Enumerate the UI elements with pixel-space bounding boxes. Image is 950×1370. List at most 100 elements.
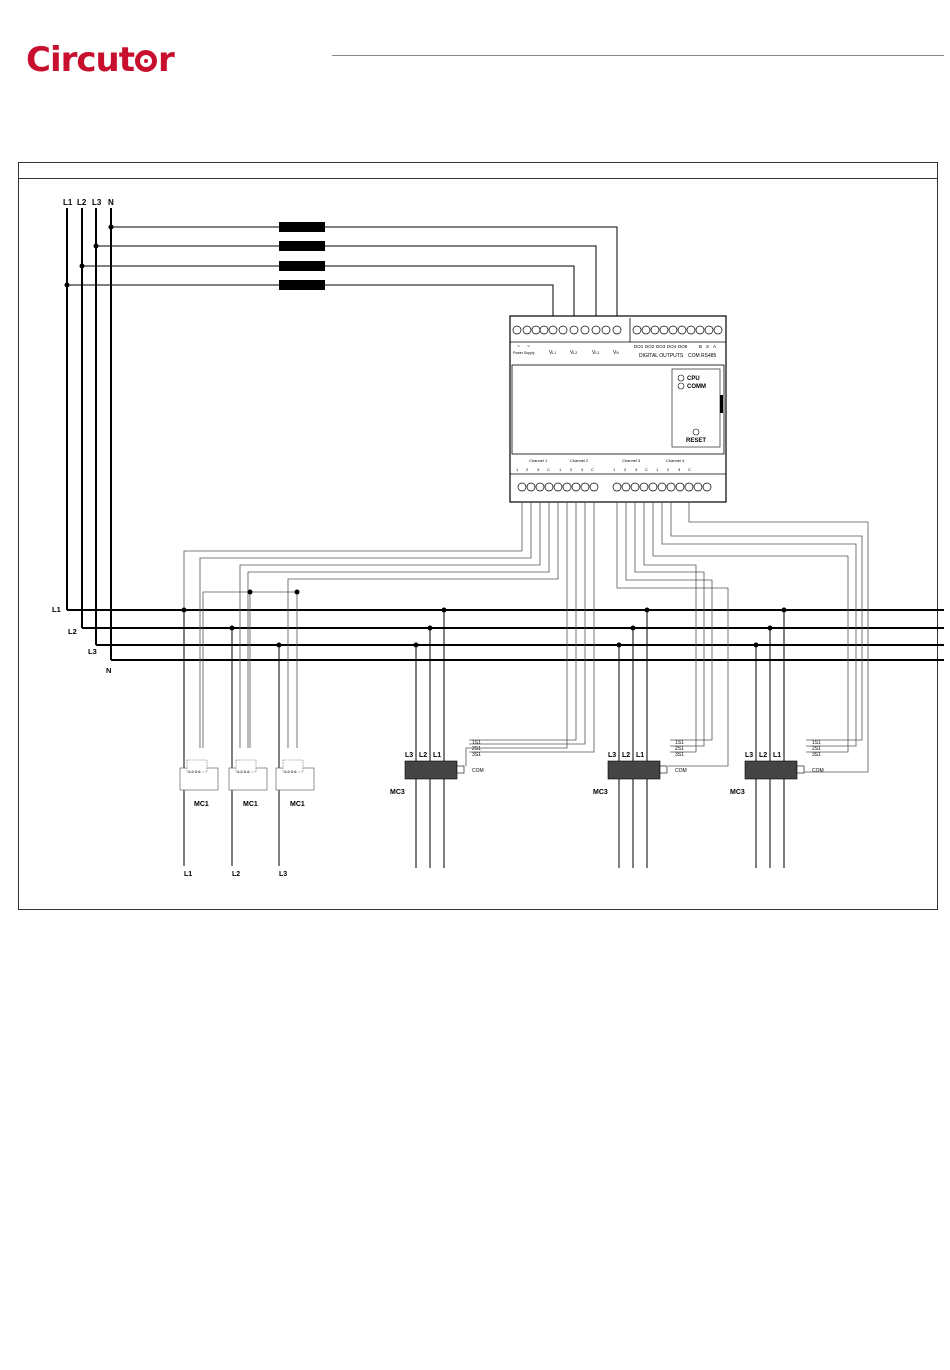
rs485-b-label: B [699,344,702,349]
top-terminal [659,325,669,335]
top-terminal [612,325,622,335]
junction-l3 [93,243,99,249]
rs485-a-label: A [713,344,716,349]
comm-label: COMM [687,384,706,390]
channel-terminal-label: 3 [635,467,638,472]
comm-led [677,382,685,390]
do2-label: DO2 [645,344,655,349]
bottom-terminal [544,482,554,492]
fuses [64,222,325,290]
mc3-com-label: COM [472,768,484,774]
junction-l2 [79,263,85,269]
label-n-bus: N [106,666,111,675]
top-terminal [531,325,541,335]
bottom-terminal [693,482,703,492]
mc1-signal-wires [183,502,559,748]
top-terminal [601,325,611,335]
bottom-terminal [562,482,572,492]
vl3-tap [96,245,597,330]
voltage-label-group: VL1 VL2 VL3 VN [549,350,619,356]
channel-terminal-label: 2 [667,467,670,472]
channel-4-label: Channel 4 [666,458,685,463]
top-terminal [695,325,705,335]
top-terminal [704,325,714,335]
top-terminal [632,325,642,335]
channel-terminal-label: 1 [613,467,616,472]
mc1-terminal-block [282,759,304,773]
upper-line-labels: L1 L2 L3 N [63,198,114,207]
mc1-label: MC1 [243,801,258,808]
meter-device: CPU COMM RESET Power Supply ~ ~ VL1 VL2 … [509,315,727,503]
top-terminal [580,325,590,335]
mc3-signal-label: 2S1 [812,746,821,752]
top-terminal [713,325,723,335]
horizontal-bus [67,609,944,661]
bottom-terminal [684,482,694,492]
diagram-frame [18,162,938,910]
fuse-l2 [279,261,325,271]
mc1-label: MC1 [290,801,305,808]
mc3-phase-label: L3 [405,752,413,759]
header-rule [332,55,944,56]
bottom-terminal [612,482,622,492]
mc3-label: MC3 [390,789,405,796]
vl2-tap [82,265,575,330]
mc3-body [404,760,458,780]
do-label-group: DO1 DO2 DO3 DO4 DO5 B S A [634,344,716,349]
logo-o-mark [135,50,157,72]
mc3-com-port [796,765,805,774]
mc1-terminal-block [235,759,257,773]
vl3-label: VL3 [592,350,599,356]
mc3-bus-junctions [413,607,787,648]
mc3-label: MC3 [593,789,608,796]
channel-terminal-label: C [688,467,691,472]
cpu-label: CPU [687,376,700,382]
top-terminal [558,325,568,335]
bottom-terminal [517,482,527,492]
mc1-terminal-block [186,759,208,773]
fuse-l1 [279,280,325,290]
label-l1-bus: L1 [52,605,61,614]
bottom-terminal [666,482,676,492]
mc3-com-label: COM [812,768,824,774]
mc3-signal-label: 1S1 [812,740,821,746]
channel-terminal-label: C [591,467,594,472]
channel-terminal-label: 1 [559,467,562,472]
top-terminal [686,325,696,335]
mc3-signal-label: 3S1 [812,752,821,758]
reset-button [692,428,700,436]
bottom-terminal [702,482,712,492]
do3-label: DO3 [656,344,666,349]
device-side-tab [720,395,723,413]
do5-label: DO5 [678,344,688,349]
vn-label: VN [613,350,619,356]
top-terminal [522,325,532,335]
mc3-body [607,760,661,780]
channel-terminal-label: 3 [678,467,681,472]
power-supply-label: Power Supply [513,351,535,355]
mc3-phase-label: L2 [759,752,767,759]
label-l1-top: L1 [63,198,73,207]
channel-1-label: Channel 1 [529,458,548,463]
vl1-tap [67,284,554,330]
label-l2-bus: L2 [68,627,77,636]
mc3-body [744,760,798,780]
mc3-phase-label: L3 [745,752,753,759]
vl2-label: VL2 [570,350,577,356]
com-rs485-label: COM RS485 [688,353,717,359]
channel-terminal-label: 1 [656,467,659,472]
mc3-com-label: COM [675,768,687,774]
bottom-terminal [648,482,658,492]
mc3-signal-label: 1S1 [472,740,481,746]
fuse-n [279,222,325,232]
channel-2-label: Channel 2 [570,458,589,463]
bottom-terminal [675,482,685,492]
top-terminal [569,325,579,335]
bottom-terminal [580,482,590,492]
mc3-phase-label: L1 [773,752,781,759]
mc1-output-label: L2 [232,871,240,878]
mc3-label: MC3 [730,789,745,796]
vl1-label: VL1 [549,350,556,356]
channel-terminal-label: C [645,467,648,472]
